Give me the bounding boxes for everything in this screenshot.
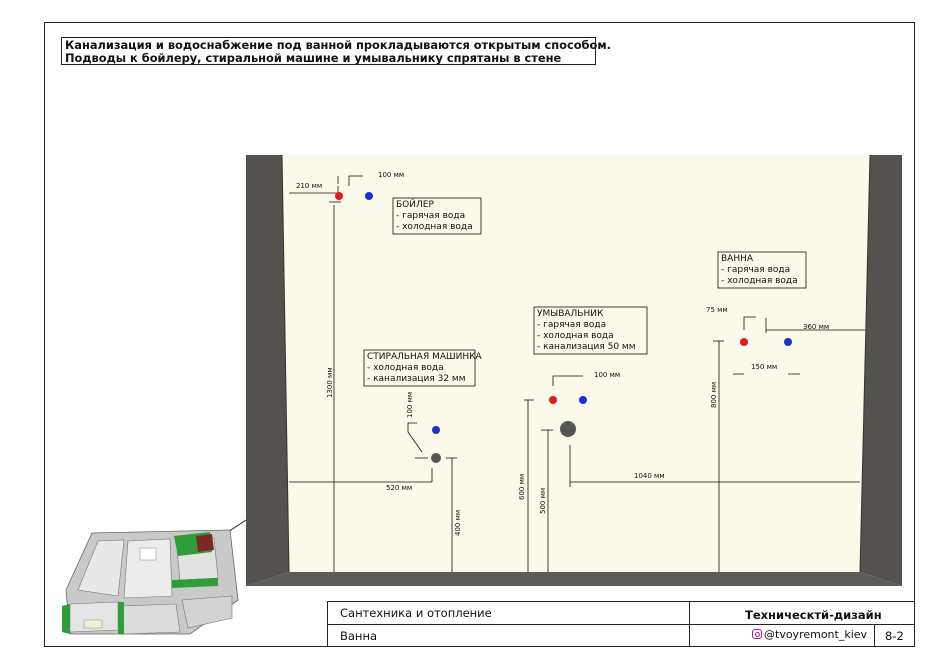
washer-title: СТИРАЛЬНАЯ МАШИНКА [367, 352, 483, 362]
dim-500: 500 мм [539, 488, 547, 514]
sink-cold-outlet [579, 396, 587, 404]
dim-100-washer: 100 мм [406, 392, 414, 418]
floor [246, 572, 902, 586]
bath-hot-outlet [740, 338, 748, 346]
sink-hot-outlet [549, 396, 557, 404]
apartment-3d-thumbnail [62, 529, 239, 635]
dim-800: 800 мм [710, 382, 718, 408]
sink-cold-label: - холодная вода [537, 331, 614, 341]
sink-title: УМЫВАЛЬНИК [537, 309, 604, 319]
dim-100-boiler: 100 мм [378, 171, 404, 179]
dim-400: 400 мм [454, 510, 462, 536]
washer-cold-label: - холодная вода [367, 363, 444, 373]
instagram-icon [752, 629, 762, 639]
washer-sewer-outlet [431, 453, 441, 463]
dim-210: 210 мм [296, 182, 322, 190]
bath-hot-label: - гарячая вода [721, 265, 790, 275]
bath-cold-outlet [784, 338, 792, 346]
titleblock-room: Ванна [340, 629, 378, 643]
general-note: Канализация и водоснабжение под ванной п… [61, 37, 611, 65]
titleblock-sheet-number: 8-2 [885, 629, 904, 643]
boiler-label-box [392, 197, 482, 235]
titleblock-sheet-cell: 8-2 [874, 624, 915, 647]
dim-1040: 1040 мм [634, 472, 665, 480]
dim-360: 360 мм [803, 323, 829, 331]
dim-150: 150 мм [751, 363, 777, 371]
sink-hot-label: - гарячая вода [537, 320, 606, 330]
washer-sewer-label: - канализация 32 мм [367, 374, 466, 384]
bath-cold-label: - холодная вода [721, 276, 798, 286]
titleblock-section-cell: Сантехника и отопление [327, 601, 690, 625]
titleblock-company: Техническтй-дизайн [745, 608, 882, 622]
sink-label-box [533, 306, 648, 355]
boiler-cold-outlet [365, 192, 373, 200]
sink-sewer-outlet [560, 421, 576, 437]
dim-600: 600 мм [518, 474, 526, 500]
titleblock-company-cell: Техническтй-дизайн [689, 601, 915, 625]
washer-cold-outlet [432, 426, 440, 434]
wall-plane [246, 155, 902, 586]
bath-label-box [717, 251, 807, 289]
boiler-hot-outlet [335, 192, 343, 200]
boiler-cold-label: - холодная вода [396, 222, 473, 232]
titleblock-instagram: @tvoyremont_kiev [764, 628, 868, 641]
dim-75: 75 мм [706, 306, 728, 314]
boiler-title: БОЙЛЕР [396, 198, 434, 210]
boiler-hot-label: - гарячая вода [396, 211, 465, 221]
left-wall [246, 155, 289, 586]
dim-520: 520 мм [386, 484, 412, 492]
bath-title: ВАННА [721, 254, 754, 264]
dim-100-sink: 100 мм [594, 371, 620, 379]
dim-1300: 1300 мм [326, 367, 334, 398]
right-wall [860, 155, 902, 586]
titleblock-instagram-cell: @tvoyremont_kiev [689, 624, 875, 647]
titleblock-section: Сантехника и отопление [340, 606, 492, 620]
note-line-1: Канализация и водоснабжение под ванной п… [65, 38, 611, 52]
note-line-2: Подводы к бойлеру, стиральной машине и у… [65, 51, 562, 65]
sink-sewer-label: - канализация 50 мм [537, 342, 636, 352]
washer-label-box [363, 349, 476, 387]
titleblock-room-cell: Ванна [327, 624, 690, 647]
